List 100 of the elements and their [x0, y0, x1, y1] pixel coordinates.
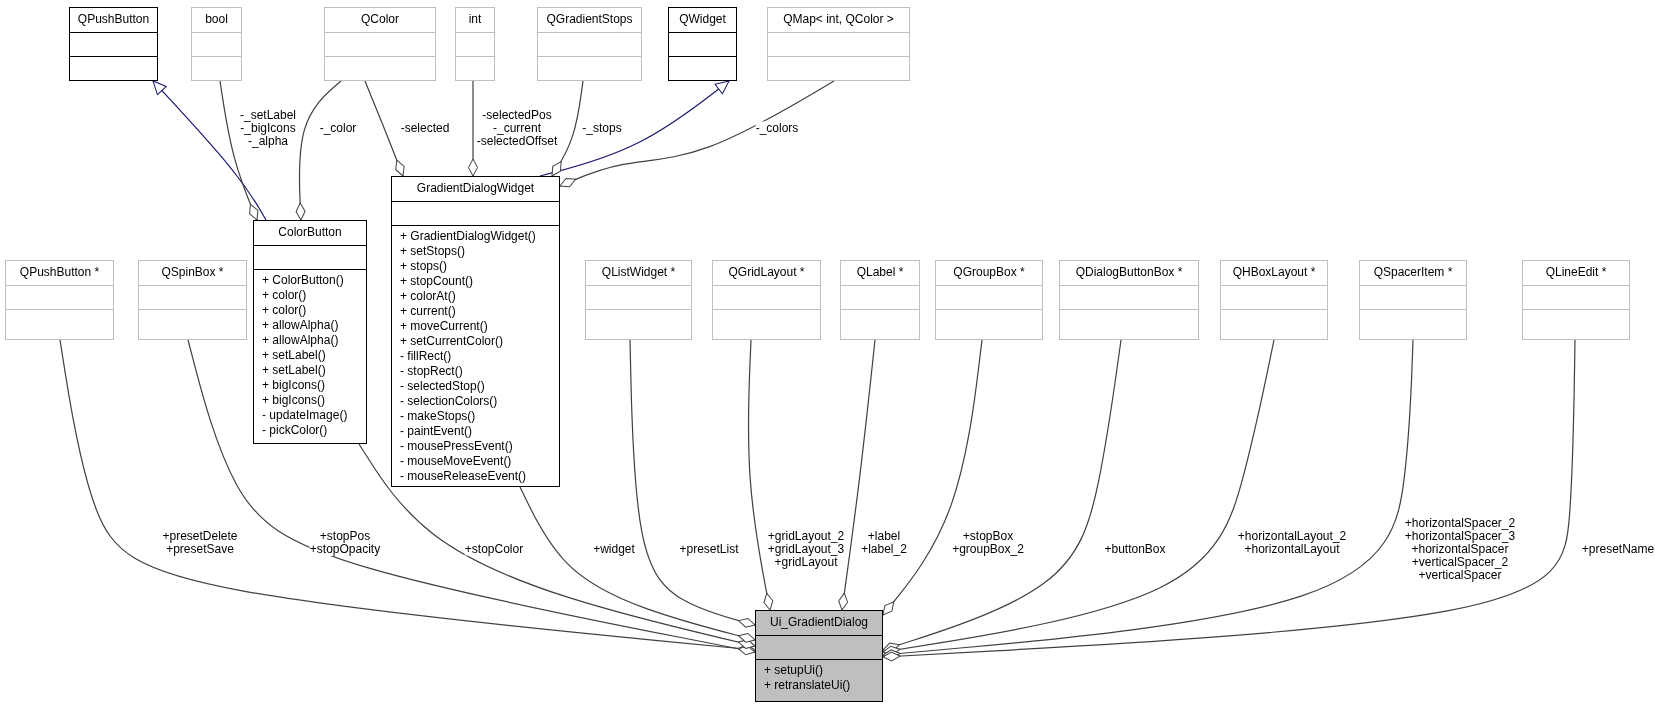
class-box: [935, 260, 1043, 340]
class-box: [253, 220, 367, 444]
composition-line: [559, 80, 835, 188]
class-name: QLineEdit *: [1545, 265, 1607, 279]
class-box: [69, 7, 158, 81]
method-text: + setLabel(): [262, 363, 326, 378]
inheritance-arrow: [539, 80, 730, 177]
class-name: QWidget: [679, 12, 726, 26]
method-text: + ColorButton(): [262, 273, 344, 288]
method-text: + color(): [262, 288, 307, 303]
composition-line: [882, 339, 1122, 653]
class-box: [391, 176, 560, 487]
class-name: Ui_GradientDialog: [769, 615, 869, 629]
method-text: - selectionColors(): [400, 394, 498, 409]
class-box: [1522, 260, 1630, 340]
edge-label: +presetList: [679, 542, 739, 556]
edge-label: +label +label_2: [861, 530, 907, 556]
edge-label: +stopBox +groupBox_2: [952, 530, 1024, 556]
class-name: QMap< int, QColor >: [783, 12, 894, 26]
composition-line: [882, 339, 1576, 662]
edge-label: -_setLabel -_bigIcons -_alpha: [240, 108, 296, 148]
class-box: [138, 260, 247, 340]
edge-label: +widget: [593, 542, 635, 556]
method-text: + current(): [400, 304, 456, 319]
class-name: QGridLayout *: [728, 265, 805, 279]
method-text: - mouseMoveEvent(): [400, 454, 512, 469]
method-text: + color(): [262, 303, 307, 318]
class-name: int: [468, 12, 482, 26]
class-box: [324, 7, 436, 81]
composition-line: [747, 339, 774, 611]
class-box: [537, 7, 642, 81]
composition-line: [364, 80, 405, 177]
class-box: [767, 7, 910, 81]
edge-label: +buttonBox: [1104, 542, 1166, 556]
method-text: + stops(): [400, 259, 447, 274]
class-name: GradientDialogWidget: [416, 181, 535, 195]
class-name: ColorButton: [278, 225, 342, 239]
class-box: [668, 7, 737, 81]
method-text: - updateImage(): [262, 408, 348, 423]
method-text: - makeStops(): [400, 409, 476, 424]
method-text: - paintEvent(): [400, 424, 473, 439]
method-text: + bigIcons(): [262, 378, 326, 393]
composition-line: [219, 80, 259, 221]
method-text: + bigIcons(): [262, 393, 326, 408]
method-text: - selectedStop(): [400, 379, 485, 394]
method-text: - fillRect(): [400, 349, 452, 364]
method-text: + retranslateUi(): [764, 678, 851, 693]
method-text: - stopRect(): [400, 364, 463, 379]
edge-label: +stopColor: [464, 542, 524, 556]
method-text: + setupUi(): [764, 663, 824, 678]
class-name: QGradientStops: [546, 12, 633, 26]
composition-line: [295, 80, 342, 221]
composition-line: [838, 339, 876, 611]
class-box: [1220, 260, 1328, 340]
class-name: QGroupBox *: [953, 265, 1025, 279]
edge-label: -selectedPos -_current -selectedOffset: [476, 108, 558, 148]
class-box: [1059, 260, 1199, 340]
class-name: QSpacerItem *: [1373, 265, 1453, 279]
method-text: + setStops(): [400, 244, 466, 259]
class-box: [5, 260, 114, 340]
method-text: + allowAlpha(): [262, 333, 339, 348]
method-text: - pickColor(): [262, 423, 328, 438]
method-text: + colorAt(): [400, 289, 456, 304]
edge-label: -_color: [319, 121, 357, 135]
composition-line: [629, 339, 756, 628]
class-name: QDialogButtonBox *: [1075, 265, 1183, 279]
class-name: bool: [205, 12, 228, 26]
composition-line: [519, 486, 756, 643]
composition-line: [468, 80, 478, 177]
edge-label: +horizontalLayout_2 +horizontalLayout: [1237, 530, 1347, 556]
edge-label: -_colors: [755, 121, 799, 135]
class-name: QLabel *: [856, 265, 904, 279]
method-text: + setLabel(): [262, 348, 326, 363]
edge-label: +gridLayout_2 +gridLayout_3 +gridLayout: [767, 529, 845, 569]
class-name: QPushButton *: [19, 265, 100, 279]
inheritance-arrow: [152, 80, 267, 221]
class-name: QHBoxLayout *: [1232, 265, 1316, 279]
class-box: [1359, 260, 1467, 340]
method-text: - mouseReleaseEvent(): [400, 469, 527, 484]
class-box: [585, 260, 692, 340]
composition-line: [882, 339, 1275, 656]
composition-line: [882, 339, 983, 616]
class-box: [712, 260, 821, 340]
composition-line: [358, 443, 756, 649]
composition-line: [551, 80, 584, 177]
class-name: QListWidget *: [601, 265, 676, 279]
method-text: + allowAlpha(): [262, 318, 339, 333]
edge-label: -selected: [400, 121, 450, 135]
class-box: [840, 260, 920, 340]
class-box: [755, 610, 883, 702]
edge-label: +presetName: [1581, 542, 1655, 556]
class-name: QSpinBox *: [161, 265, 224, 279]
class-box: [191, 7, 242, 81]
method-text: + moveCurrent(): [400, 319, 488, 334]
edge-label: +stopPos +stopOpacity: [309, 530, 381, 556]
method-text: + GradientDialogWidget(): [400, 229, 536, 244]
class-box: [455, 7, 495, 81]
composition-line: [187, 339, 756, 656]
edge-label: +presetDelete +presetSave: [162, 530, 238, 556]
method-text: - mousePressEvent(): [400, 439, 513, 454]
